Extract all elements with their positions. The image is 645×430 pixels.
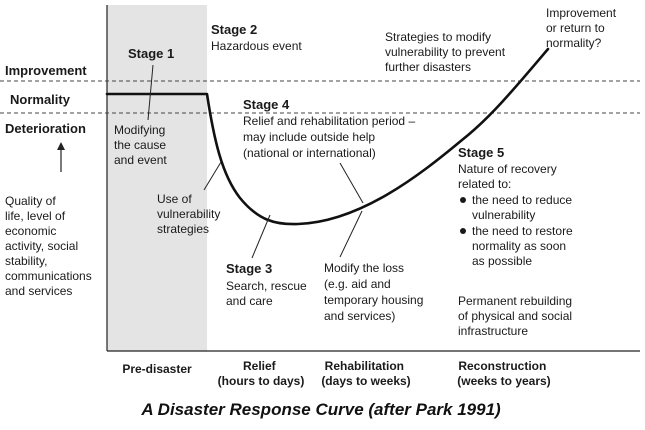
stage5-bullet-2-text: the need to restore normality as soon as… [472, 224, 576, 268]
stage1-title: Stage 1 [128, 46, 174, 61]
label-deterioration: Deterioration [5, 121, 86, 136]
stage5-bullet-1-text: the need to reduce vulnerability [472, 193, 575, 222]
stage3-desc: Search, rescue and care [226, 279, 310, 308]
stage4-leader [339, 162, 364, 204]
response-curve [105, 47, 550, 226]
vulnerability-text: Use of vulnerability strategies [157, 192, 224, 236]
caption: A Disaster Response Curve (after Park 19… [140, 400, 501, 419]
vulnerability-leader [203, 161, 222, 191]
x-label-relief: Relief (hours to days) [218, 359, 305, 388]
stage5-bullet-2 [460, 228, 466, 234]
modify-loss-leader [339, 210, 363, 258]
quality-arrow-head [57, 142, 65, 150]
modify-loss-text: Modify the loss (e.g. aid and temporary … [324, 261, 427, 323]
x-label-rehabilitation: Rehabilitation (days to weeks) [321, 359, 410, 388]
stage3-title: Stage 3 [226, 261, 272, 276]
stage5-title: Stage 5 [458, 145, 504, 160]
stage4-desc: Relief and rehabilitation period – may i… [243, 114, 418, 160]
x-label-predisaster: Pre-disaster [122, 362, 192, 376]
predisaster-shade [107, 5, 207, 351]
label-improvement: Improvement [5, 63, 87, 78]
strategies-text: Strategies to modify vulnerability to pr… [385, 30, 508, 74]
stage2-desc: Hazardous event [211, 39, 302, 53]
stage2-title: Stage 2 [211, 22, 257, 37]
stage1-leader [147, 64, 154, 121]
permanent-text: Permanent rebuilding of physical and soc… [458, 294, 575, 338]
quality-text: Quality of life, level of economic activ… [5, 194, 95, 298]
stage5-intro: Nature of recovery related to: [458, 162, 560, 191]
stage4-title: Stage 4 [243, 97, 290, 112]
label-normality: Normality [10, 92, 71, 107]
stage3-leader [251, 214, 271, 259]
improvement-note: Improvement or return to normality? [546, 6, 619, 50]
stage5-bullet-1 [460, 197, 466, 203]
x-label-reconstruction: Reconstruction (weeks to years) [457, 359, 550, 388]
stage1-desc: Modifying the cause and event [114, 123, 169, 167]
